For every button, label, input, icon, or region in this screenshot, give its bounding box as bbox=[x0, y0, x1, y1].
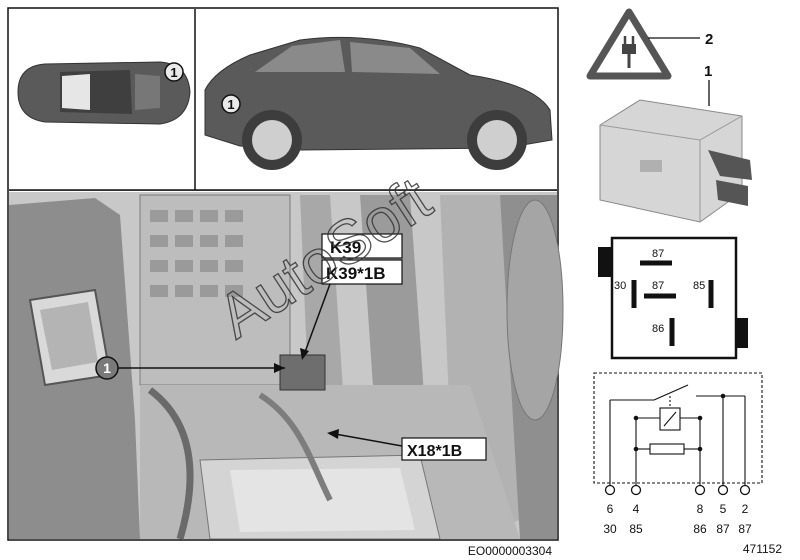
plug-icon bbox=[622, 36, 636, 68]
leader-relay bbox=[300, 283, 331, 360]
circuit-pin-numbers: 6 4 8 5 2 bbox=[607, 502, 749, 516]
relay-pinout: 87 30 87 85 86 bbox=[598, 236, 748, 360]
circuit-terminal-label: 30 bbox=[603, 522, 617, 536]
circuit-pin-number: 8 bbox=[697, 502, 704, 516]
circuit-terminal-labels: 30 85 86 87 87 bbox=[603, 522, 752, 536]
circuit-schematic bbox=[593, 372, 763, 485]
callout-inset-side-label: 1 bbox=[227, 97, 234, 112]
pin-label-right: 85 bbox=[693, 280, 705, 292]
connector-text: X18*1B bbox=[407, 443, 462, 460]
main-view bbox=[9, 192, 564, 540]
relay-secondary-text: K39*1B bbox=[326, 264, 386, 283]
label-connector: X18*1B bbox=[327, 429, 487, 461]
relay-photo: 1 bbox=[599, 63, 752, 223]
circuit-terminal-label: 86 bbox=[693, 522, 707, 536]
part-number: 471152 bbox=[743, 542, 782, 556]
diagram-code: EO0000003304 bbox=[468, 544, 552, 558]
circuit-nodes bbox=[633, 393, 726, 452]
callout-inset-top: 1 bbox=[164, 62, 184, 82]
pin-label-top: 87 bbox=[652, 248, 664, 260]
inset-top-view bbox=[17, 61, 191, 125]
circuit-terminal-label: 85 bbox=[629, 522, 643, 536]
callout-main: 1 bbox=[95, 356, 285, 380]
circuit-pin-number: 6 bbox=[607, 502, 614, 516]
circuit-pin-number: 5 bbox=[720, 502, 727, 516]
pin-label-left: 30 bbox=[614, 280, 626, 292]
label-relay-secondary: K39*1B bbox=[321, 259, 403, 285]
label-relay-primary: K39 bbox=[321, 233, 403, 259]
callout-main-label: 1 bbox=[103, 360, 111, 376]
illustration-panel: 1 1 1 K39 K39*1B bbox=[7, 7, 564, 558]
circuit-pin-number: 4 bbox=[633, 502, 640, 516]
circuit-terminal-label: 87 bbox=[738, 522, 752, 536]
relay-primary-text: K39 bbox=[330, 238, 361, 257]
circuit-terminals bbox=[604, 484, 751, 496]
inset-side-view bbox=[204, 36, 553, 170]
warning-symbol: 2 bbox=[586, 8, 713, 80]
callout-symbol-label: 2 bbox=[705, 31, 713, 48]
callout-relay-label: 1 bbox=[704, 63, 712, 80]
circuit-pin-number: 2 bbox=[742, 502, 749, 516]
callout-inset-top-label: 1 bbox=[170, 65, 177, 80]
pin-label-bottom: 86 bbox=[652, 323, 664, 335]
pin-label-center: 87 bbox=[652, 280, 664, 292]
circuit-terminal-label: 87 bbox=[716, 522, 730, 536]
callout-inset-side: 1 bbox=[221, 94, 241, 114]
